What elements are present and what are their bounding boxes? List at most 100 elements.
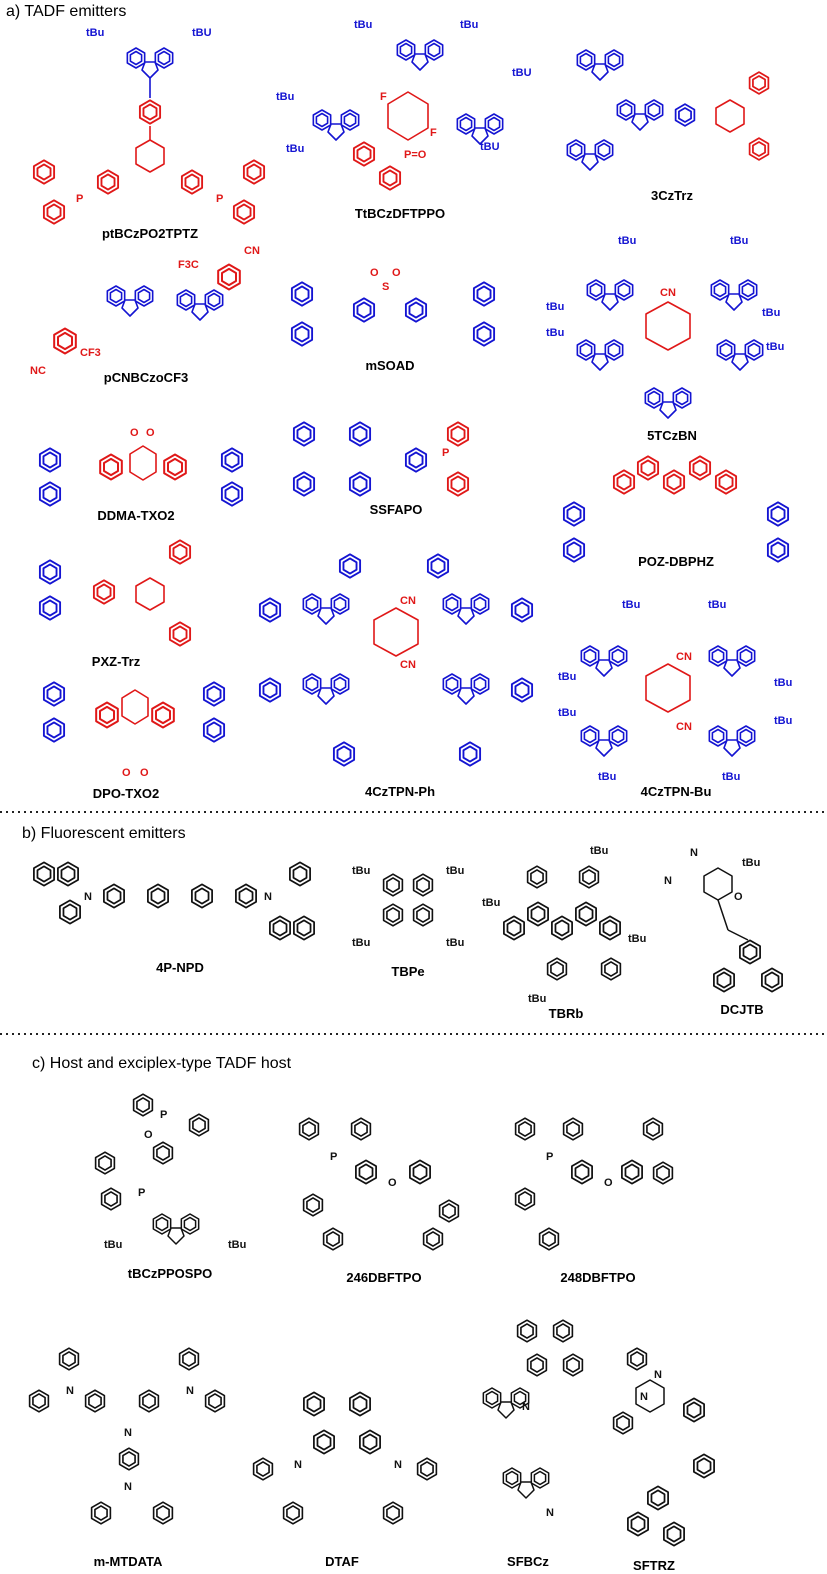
svg-text:tBu: tBu bbox=[460, 19, 478, 31]
svg-text:tBu: tBu bbox=[354, 19, 372, 31]
svg-text:tBu: tBu bbox=[774, 715, 792, 727]
molecule-pcnbczocf3: NC CF3 F3C CN pCNBCzoCF3 bbox=[30, 245, 260, 385]
svg-text:tBu: tBu bbox=[742, 857, 760, 869]
svg-text:CF3: CF3 bbox=[80, 347, 101, 359]
caption-sftrz: SFTRZ bbox=[633, 1558, 675, 1573]
svg-text:tBu: tBu bbox=[618, 235, 636, 247]
molecule-sftrz: N N SFTRZ bbox=[612, 1347, 715, 1573]
svg-text:N: N bbox=[640, 1391, 648, 1403]
svg-text:P=O: P=O bbox=[404, 149, 427, 161]
svg-text:O: O bbox=[604, 1177, 613, 1189]
svg-text:N: N bbox=[664, 875, 672, 887]
svg-text:CN: CN bbox=[676, 721, 692, 733]
svg-text:tBu: tBu bbox=[622, 599, 640, 611]
svg-text:CN: CN bbox=[676, 651, 692, 663]
svg-text:tBu: tBu bbox=[774, 677, 792, 689]
molecule-sfbcz: N N SFBCz bbox=[483, 1319, 584, 1569]
svg-text:N: N bbox=[124, 1427, 132, 1439]
caption-4cztpn-ph: 4CzTPN-Ph bbox=[365, 784, 435, 799]
molecule-ddma-txo2: O O DDMA-TXO2 bbox=[38, 427, 244, 523]
svg-text:F: F bbox=[430, 127, 437, 139]
svg-text:P: P bbox=[330, 1151, 337, 1163]
molecule-dtaf: N N DTAF bbox=[252, 1391, 438, 1569]
caption-5tczbn: 5TCzBN bbox=[647, 428, 697, 443]
molecule-poz-dbphz: POZ-DBPHZ bbox=[562, 455, 790, 569]
caption-4cztpn-bu: 4CzTPN-Bu bbox=[641, 784, 712, 799]
svg-text:P: P bbox=[442, 447, 449, 459]
svg-text:tBu: tBu bbox=[446, 937, 464, 949]
caption-ddma-txo2: DDMA-TXO2 bbox=[97, 508, 174, 523]
svg-text:tBu: tBu bbox=[352, 937, 370, 949]
molecule-msoad: S O O mSOAD bbox=[290, 267, 496, 373]
svg-text:P: P bbox=[160, 1109, 167, 1121]
svg-text:tBu: tBu bbox=[558, 707, 576, 719]
svg-text:tBu: tBu bbox=[352, 865, 370, 877]
svg-text:tBu: tBu bbox=[86, 27, 104, 39]
caption-m-mtdata: m-MTDATA bbox=[94, 1554, 163, 1569]
molecule-dcjtb: N N O tBu DCJTB bbox=[664, 847, 783, 1017]
svg-text:N: N bbox=[690, 847, 698, 859]
svg-text:N: N bbox=[654, 1369, 662, 1381]
svg-text:N: N bbox=[124, 1481, 132, 1493]
svg-text:O: O bbox=[130, 427, 139, 439]
caption-dcjtb: DCJTB bbox=[720, 1002, 763, 1017]
svg-text:O: O bbox=[392, 267, 401, 279]
molecule-m-mtdata: N N N N m-MTDATA bbox=[28, 1347, 226, 1569]
svg-text:tBu: tBu bbox=[708, 599, 726, 611]
svg-text:tBu: tBu bbox=[446, 865, 464, 877]
svg-text:tBu: tBu bbox=[104, 1239, 122, 1251]
svg-text:tBu: tBu bbox=[628, 933, 646, 945]
caption-ttbczdftppo: TtBCzDFTPPO bbox=[355, 206, 445, 221]
molecule-3cztrz: 3CzTrz bbox=[567, 50, 770, 203]
caption-tbczpposp: tBCzPPOSPO bbox=[128, 1266, 213, 1281]
molecule-246dbftpo: P O 246DBFTPO bbox=[298, 1117, 460, 1285]
svg-text:N: N bbox=[522, 1401, 530, 1413]
svg-text:P: P bbox=[216, 193, 223, 205]
molecule-ssfapo: P SSFAPO bbox=[292, 421, 470, 517]
caption-poz-dbphz: POZ-DBPHZ bbox=[638, 554, 714, 569]
svg-text:tBu: tBu bbox=[762, 307, 780, 319]
svg-text:CN: CN bbox=[400, 595, 416, 607]
svg-text:tBu: tBu bbox=[546, 301, 564, 313]
svg-text:P: P bbox=[546, 1151, 553, 1163]
svg-text:O: O bbox=[734, 891, 743, 903]
molecule-5tczbn: CN tBu tBu tBu tBu tBu tBu 5TCzBN bbox=[546, 235, 784, 443]
svg-text:tBu: tBu bbox=[546, 327, 564, 339]
molecule-pxz-trz: PXZ-Trz bbox=[38, 539, 192, 669]
svg-text:CN: CN bbox=[660, 287, 676, 299]
section-c-heading: c) Host and exciplex-type TADF host bbox=[32, 1055, 292, 1072]
caption-dtaf: DTAF bbox=[325, 1554, 359, 1569]
caption-ptbczpo2tptz: ptBCzPO2TPTZ bbox=[102, 226, 198, 241]
caption-dpo-txo2: DPO-TXO2 bbox=[93, 786, 159, 801]
svg-text:CN: CN bbox=[244, 245, 260, 257]
svg-text:tBu: tBu bbox=[598, 771, 616, 783]
svg-text:F3C: F3C bbox=[178, 259, 199, 271]
svg-text:O: O bbox=[370, 267, 379, 279]
svg-text:tBu: tBu bbox=[276, 91, 294, 103]
svg-text:tBu: tBu bbox=[722, 771, 740, 783]
svg-text:O: O bbox=[388, 1177, 397, 1189]
svg-text:N: N bbox=[546, 1507, 554, 1519]
svg-text:tBU: tBU bbox=[192, 27, 212, 39]
svg-text:O: O bbox=[144, 1129, 153, 1141]
svg-text:O: O bbox=[140, 767, 149, 779]
svg-text:tBu: tBu bbox=[766, 341, 784, 353]
svg-text:N: N bbox=[186, 1385, 194, 1397]
svg-text:NC: NC bbox=[30, 365, 46, 377]
svg-text:tBu: tBu bbox=[286, 143, 304, 155]
svg-text:tBu: tBu bbox=[528, 993, 546, 1005]
molecule-4cztpn-ph: CN CN 4CzTPN-Ph bbox=[258, 553, 534, 799]
svg-text:tBu: tBu bbox=[558, 671, 576, 683]
molecule-248dbftpo: P O 248DBFTPO bbox=[514, 1117, 674, 1285]
caption-246dbftpo: 246DBFTPO bbox=[346, 1270, 421, 1285]
svg-text:N: N bbox=[264, 891, 272, 903]
svg-text:tBU: tBU bbox=[512, 67, 532, 79]
svg-text:tBu: tBu bbox=[730, 235, 748, 247]
svg-text:tBU: tBU bbox=[480, 141, 500, 153]
svg-text:S: S bbox=[382, 281, 389, 293]
caption-4p-npd: 4P-NPD bbox=[156, 960, 204, 975]
caption-pcnbczocf3: pCNBCzoCF3 bbox=[104, 370, 189, 385]
section-b-heading: b) Fluorescent emitters bbox=[22, 825, 186, 842]
caption-pxz-trz: PXZ-Trz bbox=[92, 654, 141, 669]
svg-text:O: O bbox=[146, 427, 155, 439]
